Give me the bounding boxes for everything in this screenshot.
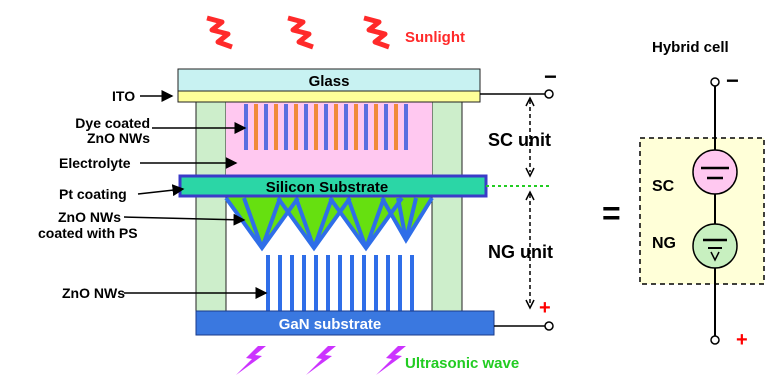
hybrid-top-terminal — [710, 77, 720, 87]
bottom-terminal — [544, 321, 554, 331]
gan-substrate — [195, 310, 495, 336]
minus-top-label: − — [544, 64, 557, 89]
hybrid-cell-title: Hybrid cell — [652, 39, 729, 56]
electrolyte-label: Electrolyte — [59, 155, 131, 171]
sunlight-wave-3 — [363, 15, 390, 50]
hybrid-cell-schematic: Hybrid cell − SC NG + — [639, 39, 765, 351]
ng-unit-label: NG unit — [488, 242, 553, 262]
hybrid-plus-label: + — [736, 329, 748, 351]
top-terminal — [544, 89, 554, 99]
unit-annotations: − SC unit NG unit + — [480, 64, 557, 331]
ps-coated-nanowire-funnels — [224, 196, 434, 252]
sunlight-wave-2 — [287, 15, 314, 50]
silicon-substrate-label: Silicon Substrate — [266, 179, 389, 196]
left-pillar — [195, 101, 227, 313]
ito-label: ITO — [112, 88, 135, 104]
sunlight-wave-1 — [206, 15, 233, 50]
gan-substrate-label: GaN substrate — [279, 316, 382, 333]
zno-ps-label-line2: coated with PS — [38, 225, 138, 241]
pt-coating-label: Pt coating — [59, 186, 127, 202]
sc-symbol — [692, 149, 738, 195]
sunlight-waves — [206, 15, 390, 50]
dye-label-line1: Dye coated — [75, 115, 150, 131]
glass-label: Glass — [309, 73, 350, 90]
ito-layer — [177, 90, 481, 103]
sc-label: SC — [652, 178, 675, 195]
hybrid-minus-label: − — [726, 68, 739, 93]
right-pillar — [431, 101, 463, 313]
hybrid-bottom-terminal — [710, 335, 720, 345]
zno-ps-label-line1: ZnO NWs — [58, 209, 121, 225]
zno-nws-label: ZnO NWs — [62, 285, 125, 301]
vertical-nanowires — [266, 255, 414, 311]
ng-label: NG — [652, 235, 676, 252]
dye-label-line2: ZnO NWs — [87, 130, 150, 146]
equals-sign: = — [602, 195, 621, 231]
sc-unit-label: SC unit — [488, 130, 551, 150]
ultrasonic-waves — [236, 346, 406, 375]
ng-symbol — [692, 223, 738, 269]
left-labels: ITO Dye coated ZnO NWs Electrolyte Pt co… — [38, 88, 268, 301]
sunlight-label: Sunlight — [405, 29, 465, 46]
ultrasonic-label: Ultrasonic wave — [405, 355, 519, 372]
plus-bottom-label: + — [539, 297, 551, 319]
